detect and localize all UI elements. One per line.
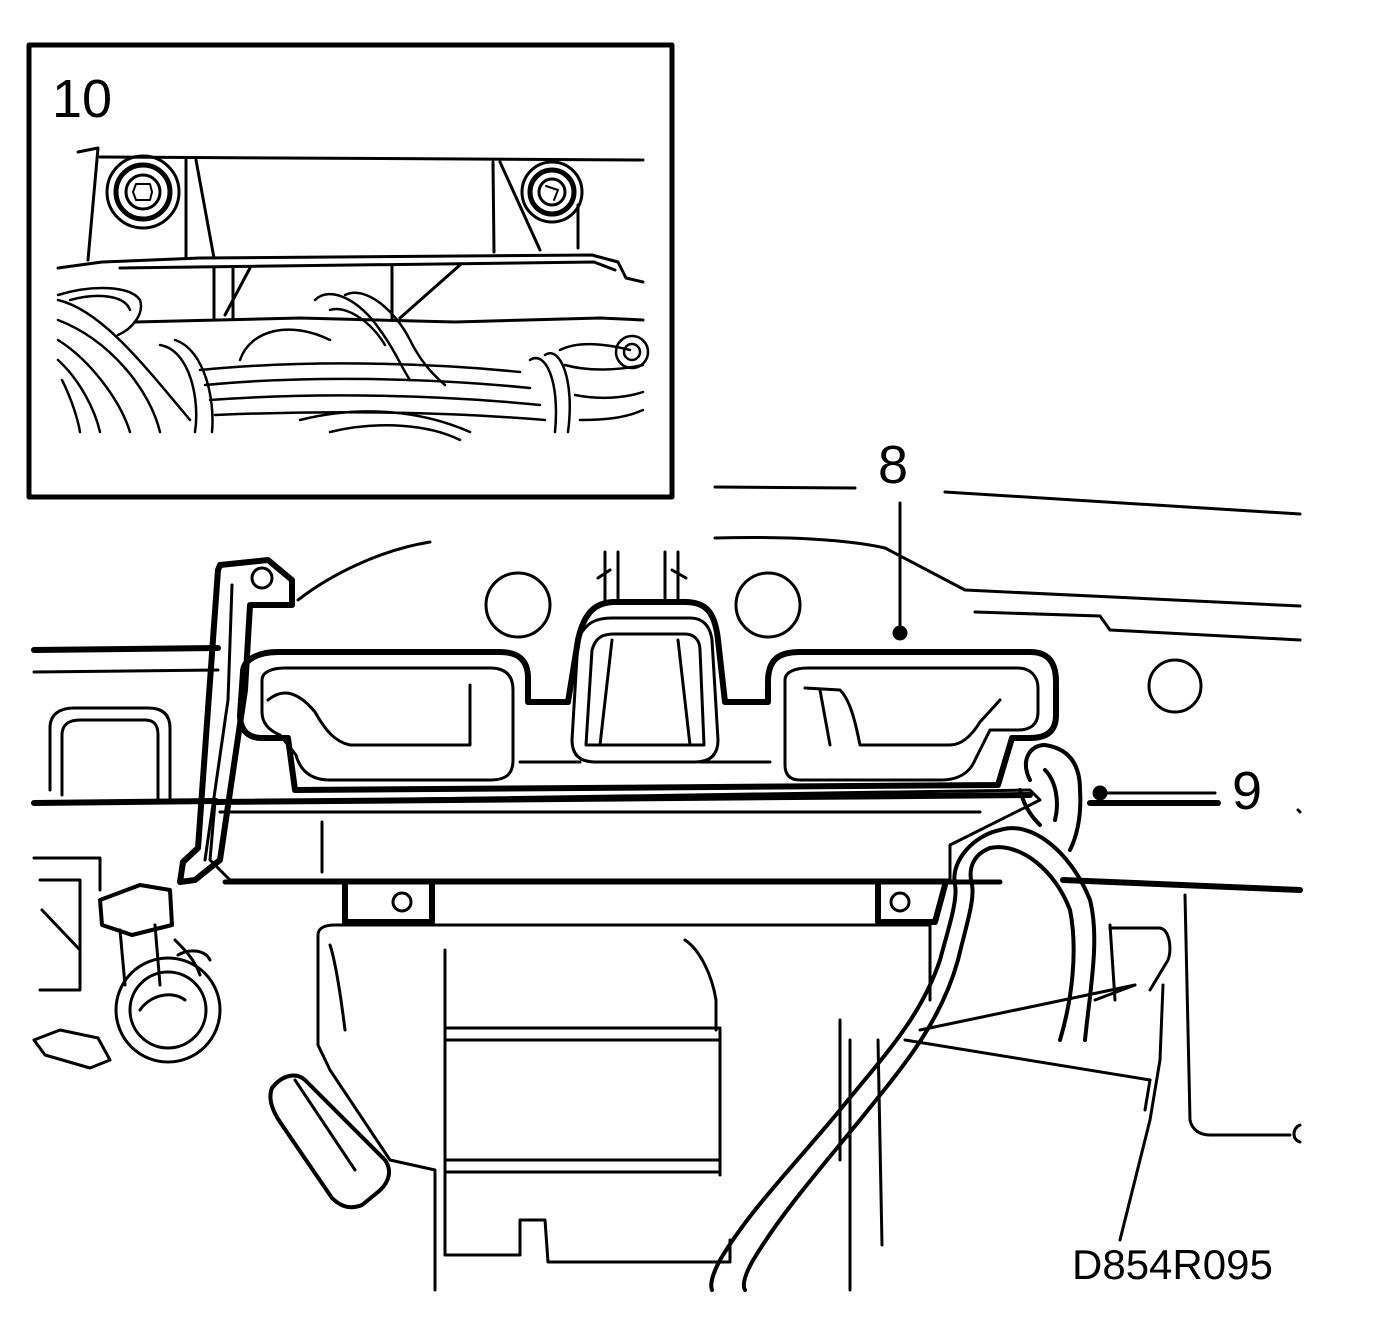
callout-label-10: 10 [52, 69, 113, 129]
figure-id: D854R095 [1072, 1241, 1273, 1288]
leader-lines [892, 501, 1302, 1242]
detail-inset [26, 42, 675, 500]
callout-label-8: 8 [878, 435, 909, 495]
bolt-left [105, 154, 181, 230]
callout-label-9: 9 [1232, 761, 1263, 821]
inset-wiring-harness [56, 286, 650, 442]
main-assembly [31, 485, 1303, 1292]
vent-housing [237, 599, 1059, 793]
cable-harness [709, 743, 1097, 1292]
inset-frame [26, 42, 675, 500]
bolt-right [520, 160, 584, 224]
